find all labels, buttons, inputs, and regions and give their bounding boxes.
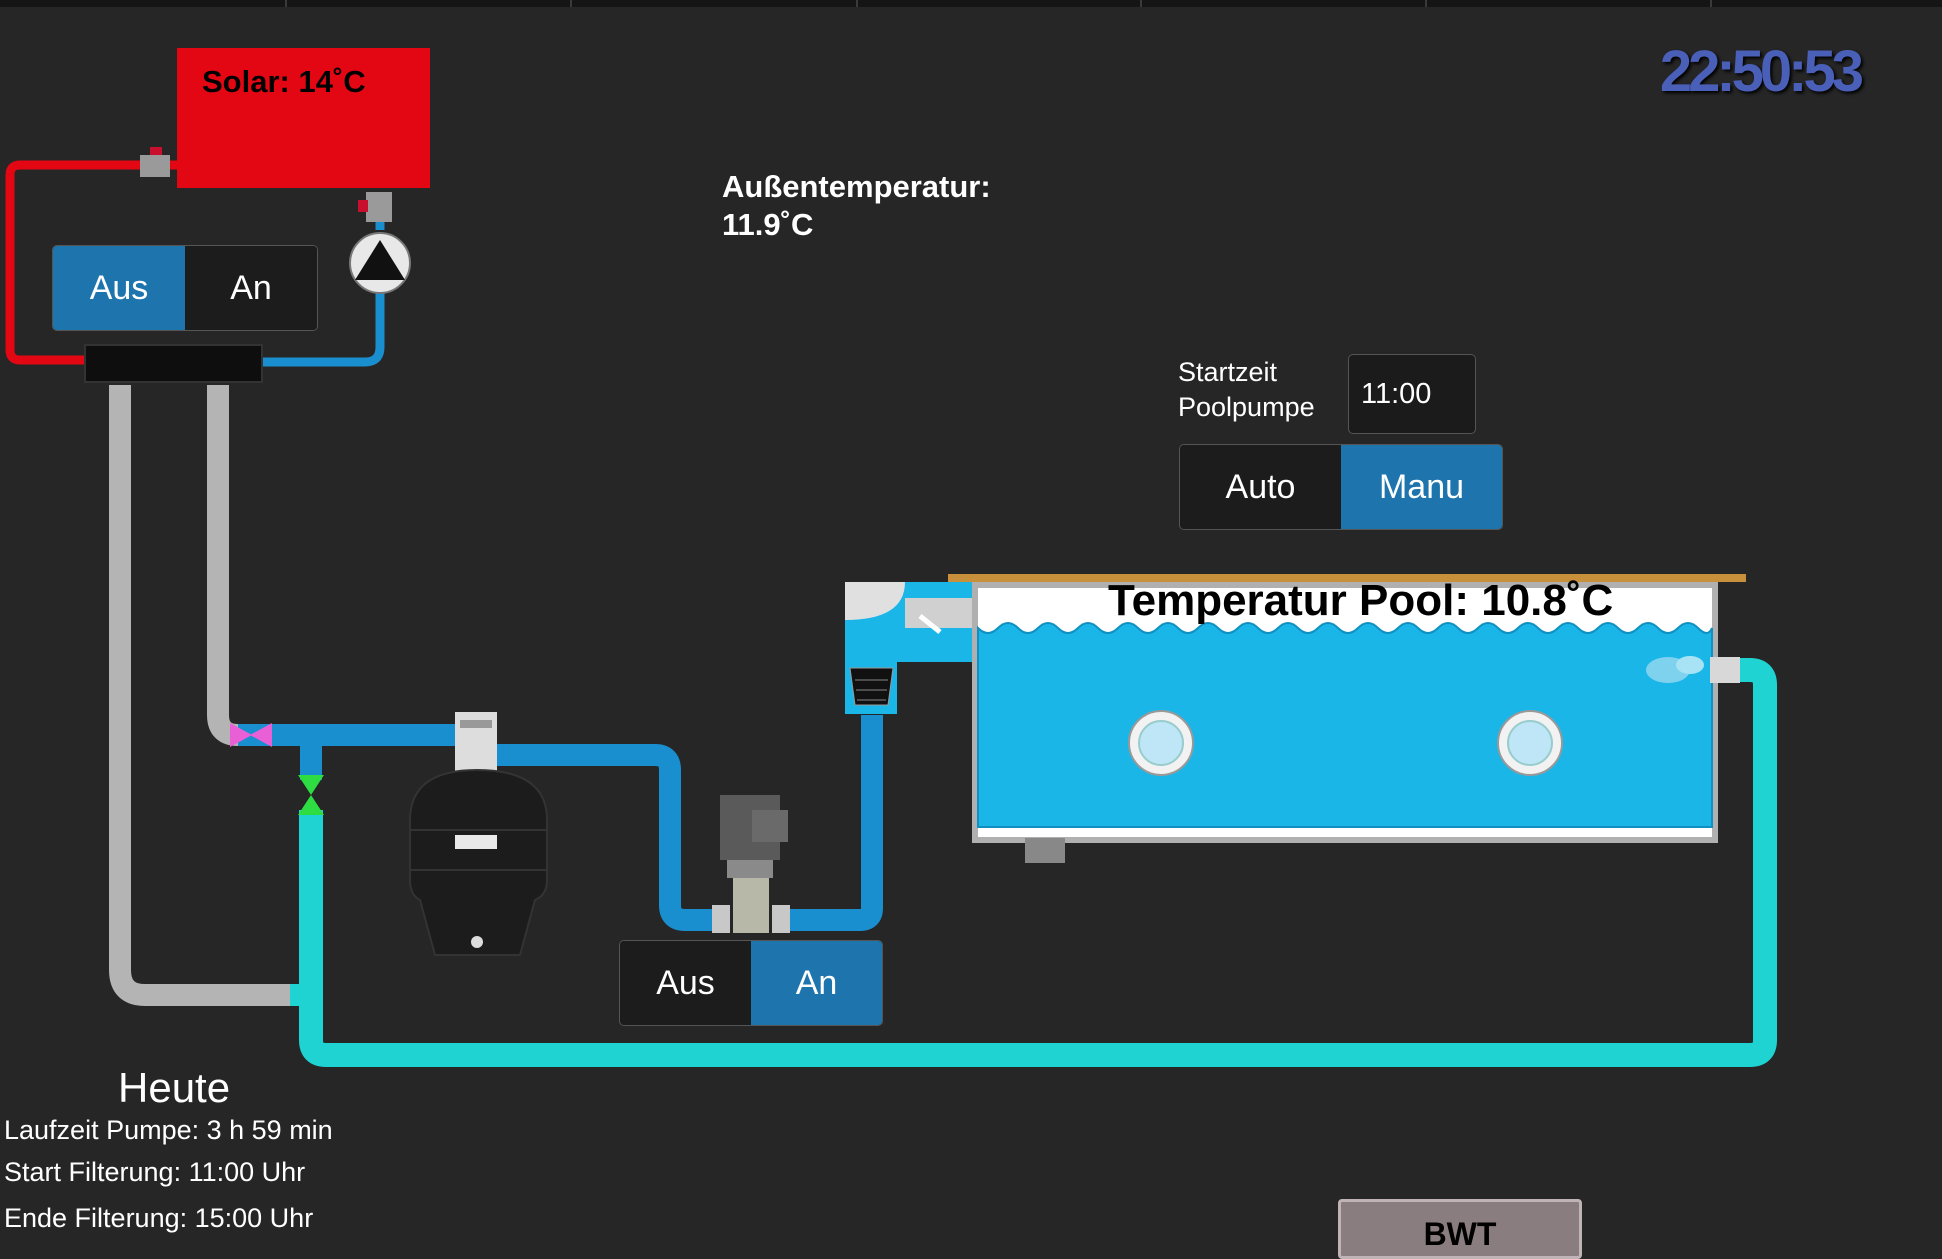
- cold-pipe: [262, 283, 385, 367]
- skimmer-basket-icon: [845, 662, 897, 714]
- top-bar-divider: [570, 0, 572, 7]
- top-bar-divider: [285, 0, 287, 7]
- pool-pump-off-button[interactable]: Aus: [620, 941, 751, 1025]
- solar-connector-icon: [358, 192, 392, 222]
- pool-pump-icon: [712, 795, 790, 933]
- pool-pump-toggle[interactable]: Aus An: [619, 940, 883, 1026]
- pool-light-icon: [1497, 710, 1563, 776]
- mode-auto-button[interactable]: Auto: [1180, 445, 1341, 529]
- pool-light-icon: [1128, 710, 1194, 776]
- outside-temperature-label: Außentemperatur:: [722, 169, 991, 204]
- grey-pipe: [207, 385, 239, 746]
- solar-on-button[interactable]: An: [185, 246, 317, 330]
- outside-temperature: Außentemperatur: 11.9˚C: [722, 168, 991, 244]
- heat-exchanger-icon: [84, 344, 263, 383]
- pump-start-label: Startzeit Poolpumpe: [1178, 355, 1315, 425]
- filter-start: Start Filterung: 11:00 Uhr: [4, 1157, 306, 1187]
- pump-start-label-line1: Startzeit: [1178, 357, 1278, 387]
- top-bar: [0, 0, 1942, 7]
- circulation-pump-icon: [349, 232, 411, 294]
- pool-temperature: Temperatur Pool: 10.8˚C: [1108, 576, 1614, 625]
- pump-start-label-line2: Poolpumpe: [1178, 392, 1315, 422]
- sand-filter-icon: [409, 712, 548, 956]
- valve-pink-icon: [230, 723, 272, 747]
- grey-pipe: [109, 385, 290, 1006]
- top-bar-divider: [1425, 0, 1427, 7]
- bwt-button[interactable]: BWT: [1338, 1199, 1582, 1259]
- today-title: Heute: [118, 1064, 231, 1111]
- solar-pump-toggle[interactable]: Aus An: [52, 245, 318, 331]
- top-bar-divider: [856, 0, 858, 7]
- outside-temperature-value: 11.9˚C: [722, 207, 814, 242]
- hot-pipe: [5, 160, 178, 365]
- top-bar-divider: [1710, 0, 1712, 7]
- solar-off-button[interactable]: Aus: [53, 246, 185, 330]
- valve-green-icon: [298, 775, 324, 815]
- solar-panel: [177, 48, 430, 188]
- pump-start-time-input[interactable]: 11:00: [1348, 354, 1476, 434]
- filter-end: Ende Filterung: 15:00 Uhr: [4, 1203, 314, 1233]
- return-pipe: [299, 658, 1777, 1067]
- clock: 22:50:53: [1659, 39, 1864, 104]
- solar-valve-icon: [140, 147, 170, 177]
- solar-temperature: Solar: 14˚C: [202, 64, 366, 99]
- pump-runtime: Laufzeit Pumpe: 3 h 59 min: [4, 1115, 333, 1145]
- top-bar-divider: [1140, 0, 1142, 7]
- mode-manual-button[interactable]: Manu: [1341, 445, 1502, 529]
- pool-pump-on-button[interactable]: An: [751, 941, 882, 1025]
- water-inlet-icon: [1646, 656, 1740, 683]
- pump-mode-toggle[interactable]: Auto Manu: [1179, 444, 1503, 530]
